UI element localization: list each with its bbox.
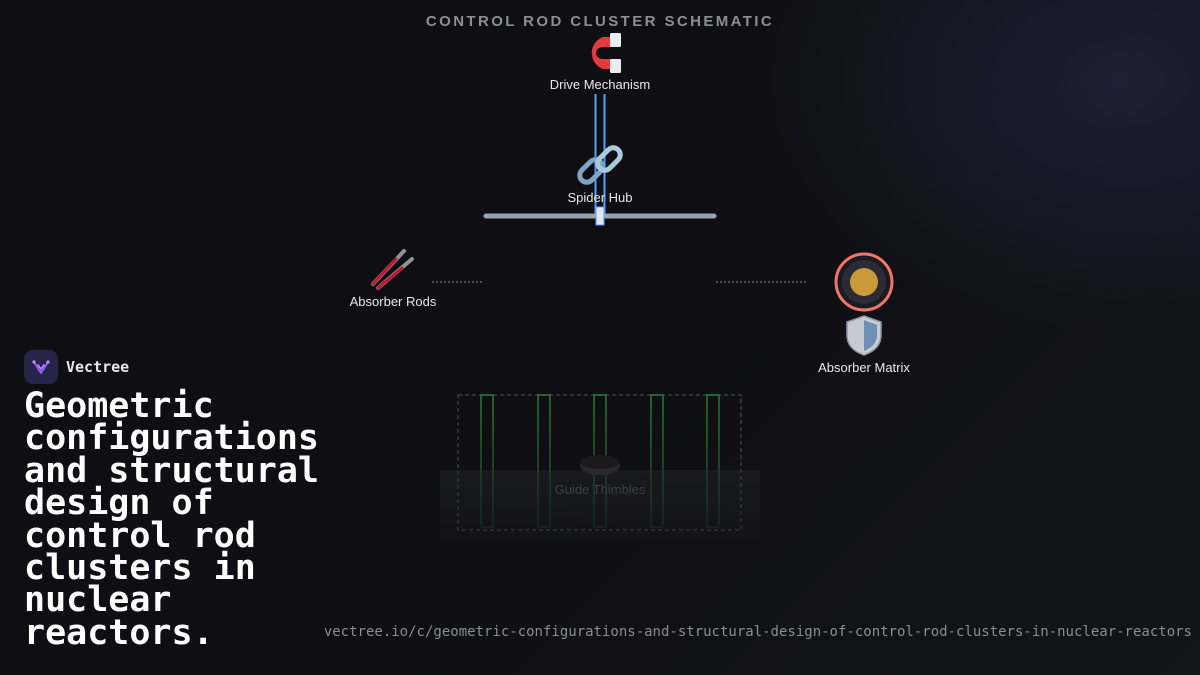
magnet-icon	[591, 33, 621, 73]
spider-hub-node: Spider Hub	[567, 145, 633, 205]
absorber-rods-node: Absorber Rods	[350, 249, 437, 309]
spider-hub-label: Spider Hub	[567, 190, 632, 205]
rods-icon	[371, 249, 414, 290]
absorber-rod-set	[484, 213, 716, 427]
brand-name: Vectree	[66, 358, 130, 376]
brand: Vectree	[24, 350, 129, 384]
drive-mechanism-label: Drive Mechanism	[550, 77, 650, 92]
drive-mechanism-node: Drive Mechanism	[550, 33, 650, 92]
shield-icon	[846, 315, 882, 356]
headline: Geometric configurations and structural …	[24, 386, 320, 653]
chain-link-icon	[577, 145, 623, 185]
source-url[interactable]: vectree.io/c/geometric-configurations-an…	[323, 624, 1192, 640]
diagram-title: CONTROL ROD CLUSTER SCHEMATIC	[425, 13, 775, 30]
absorber-matrix-label: Absorber Matrix	[818, 360, 910, 375]
absorber-rods-label: Absorber Rods	[350, 294, 437, 309]
vectree-logo-icon	[24, 350, 58, 384]
matrix-fade	[440, 470, 760, 540]
absorber-matrix-node: Absorber Matrix	[818, 252, 910, 375]
matrix-core	[850, 268, 878, 296]
